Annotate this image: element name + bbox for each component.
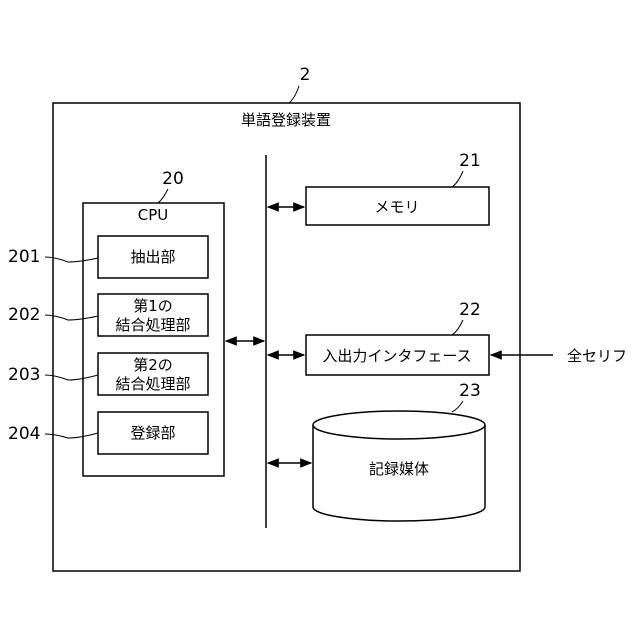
device-ref-leader xyxy=(289,86,299,103)
cpu-ref: 20 xyxy=(162,169,184,189)
device-title: 単語登録装置 xyxy=(241,111,331,129)
io-interface-label: 入出力インタフェース xyxy=(322,347,471,365)
input-label: 全セリフ xyxy=(567,347,627,365)
unit-ref-extraction: 201 xyxy=(8,247,40,267)
device-ref: 2 xyxy=(300,65,311,85)
storage-label: 記録媒体 xyxy=(369,460,429,478)
storage-cylinder-top xyxy=(313,411,485,439)
unit-label-registration: 登録部 xyxy=(130,424,175,442)
unit-ref-registration: 204 xyxy=(8,424,40,444)
cpu-label: CPU xyxy=(138,206,169,224)
io-interface-ref: 22 xyxy=(459,300,481,320)
unit-label-extraction: 抽出部 xyxy=(130,248,175,266)
unit-label-first-join-1: 第1の xyxy=(133,297,173,315)
unit-ref-first-join: 202 xyxy=(8,305,40,325)
unit-ref-second-join: 203 xyxy=(8,365,40,385)
unit-label-first-join-2: 結合処理部 xyxy=(115,316,190,334)
unit-label-second-join-1: 第2の xyxy=(133,356,173,374)
memory-ref: 21 xyxy=(459,151,481,171)
unit-label-second-join-2: 結合処理部 xyxy=(115,375,190,393)
storage-ref: 23 xyxy=(459,381,481,401)
memory-label: メモリ xyxy=(374,198,419,216)
